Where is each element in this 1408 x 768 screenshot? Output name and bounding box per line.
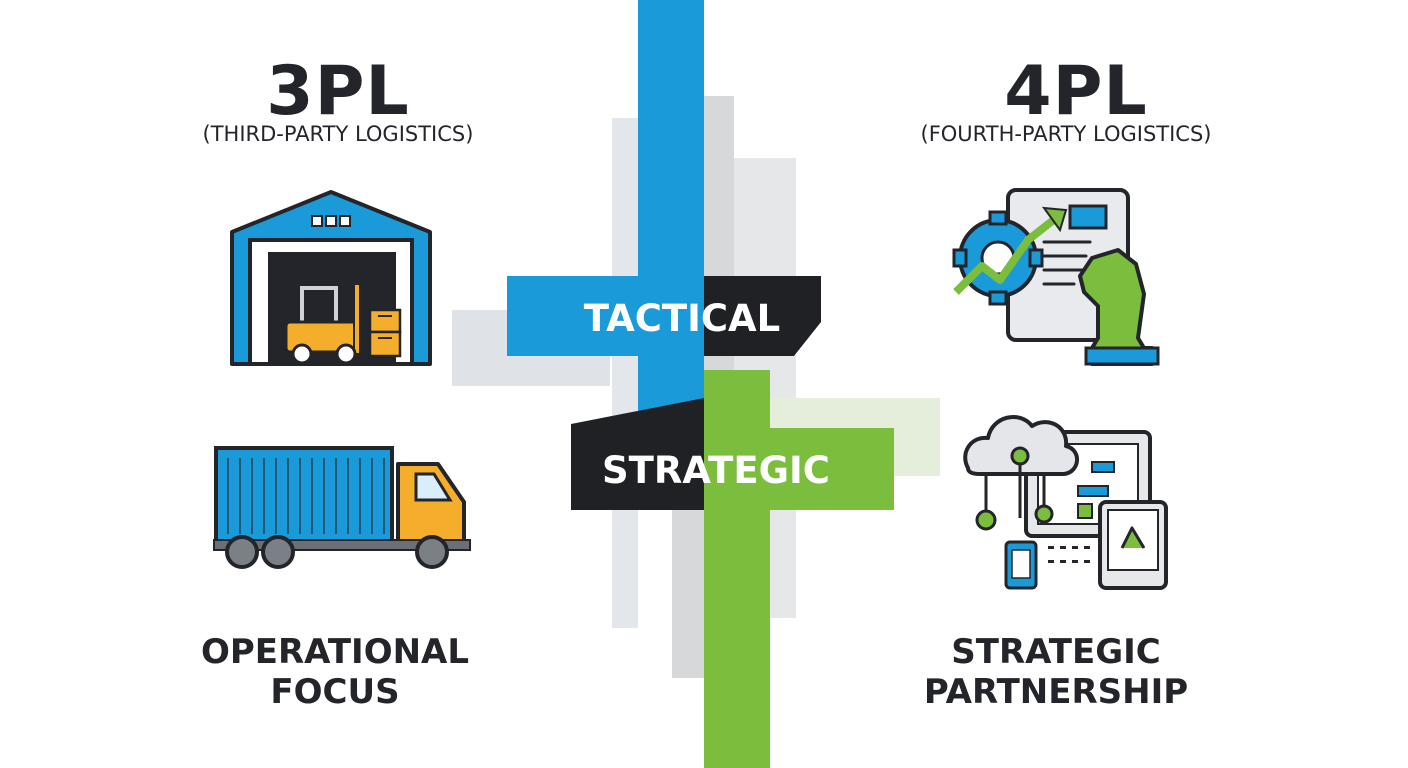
strategic-band-dark <box>571 398 704 510</box>
strategic-label: STRATEGIC <box>602 449 830 492</box>
right-title: 4PL <box>1004 52 1148 131</box>
cloud-network-devices-icon <box>963 415 1168 590</box>
right-focus-line2: PARTNERSHIP <box>923 672 1189 713</box>
strategic-band-green <box>704 428 894 510</box>
tactical-band-dark <box>704 276 821 356</box>
tactical-band-blue <box>507 276 705 356</box>
right-focus-line1: STRATEGIC <box>951 632 1161 672</box>
left-title: 3PL <box>266 52 410 131</box>
left-focus-line2: FOCUS <box>270 672 400 713</box>
left-focus: OPERATIONAL FOCUS <box>125 632 545 712</box>
delivery-truck-icon <box>213 446 471 569</box>
left-subtitle: (THIRD-PARTY LOGISTICS) <box>202 122 474 146</box>
right-focus: STRATEGIC PARTNERSHIP <box>846 632 1266 712</box>
tactical-label: TACTICAL <box>584 297 781 340</box>
center-divider: TACTICAL STRATEGIC <box>452 0 940 768</box>
right-subtitle: (FOURTH-PARTY LOGISTICS) <box>920 122 1212 146</box>
strategy-gear-chess-icon <box>952 188 1160 366</box>
gray-block <box>612 118 638 628</box>
warehouse-forklift-icon <box>230 190 432 366</box>
left-focus-line1: OPERATIONAL <box>200 632 470 672</box>
